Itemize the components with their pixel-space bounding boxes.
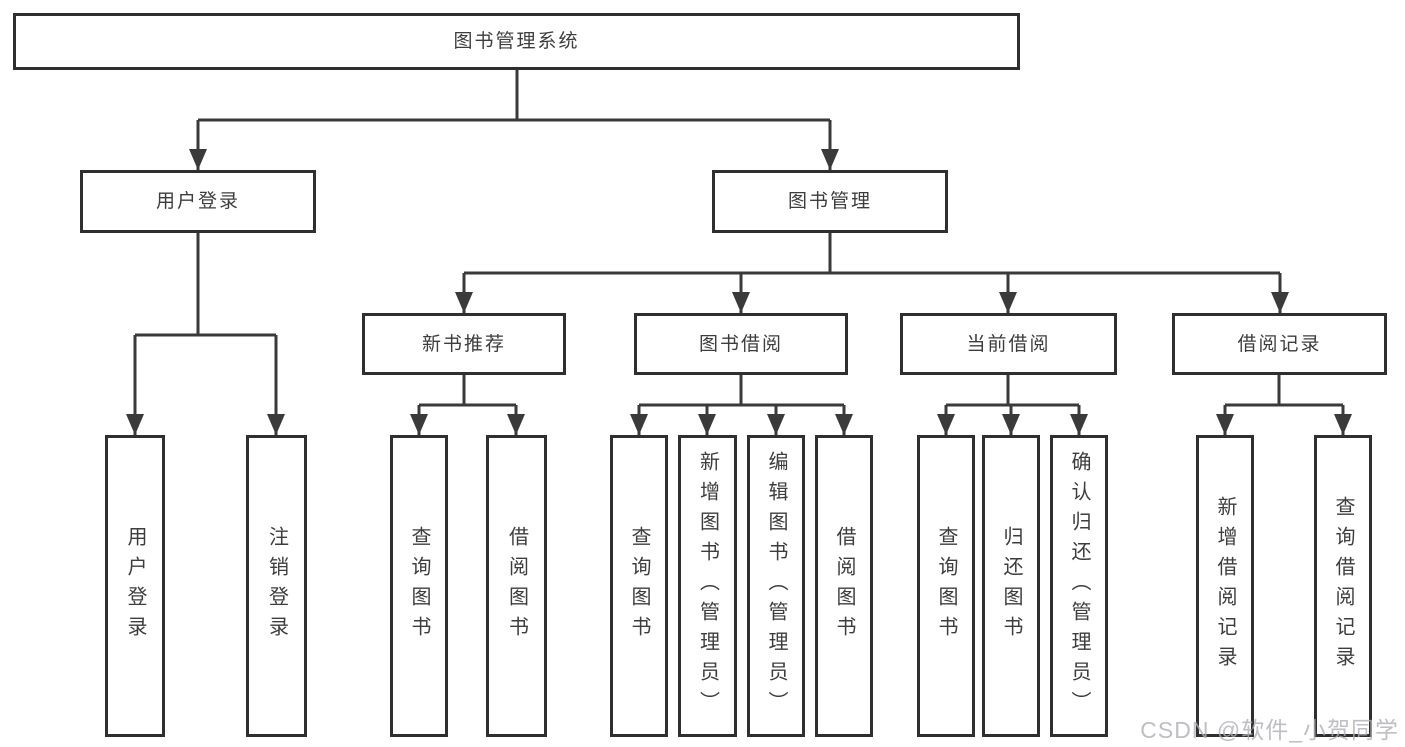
leaf-query-borrow-record: 查询借阅记录 bbox=[1314, 435, 1372, 737]
leaf-query-books-borrowing: 查询图书 bbox=[610, 435, 668, 737]
leaf-query-books-current: 查询图书 bbox=[917, 435, 975, 737]
node-current-borrowing: 当前借阅 bbox=[900, 313, 1117, 375]
leaf-edit-book-admin: 编辑图书（管理员） bbox=[747, 435, 805, 737]
leaf-add-book-admin: 新增图书（管理员） bbox=[678, 435, 737, 737]
node-book-management: 图书管理 bbox=[712, 170, 948, 233]
leaf-return-book: 归还图书 bbox=[982, 435, 1040, 737]
leaf-user-login: 用户登录 bbox=[105, 435, 165, 737]
leaf-borrow-books-recommend: 借阅图书 bbox=[486, 435, 547, 737]
leaf-logout: 注销登录 bbox=[246, 435, 307, 737]
node-borrowing-records: 借阅记录 bbox=[1172, 313, 1387, 375]
node-library-management-system: 图书管理系统 bbox=[13, 13, 1020, 70]
node-book-borrowing: 图书借阅 bbox=[634, 313, 848, 375]
leaf-confirm-return-admin: 确认归还（管理员） bbox=[1050, 435, 1108, 737]
csdn-watermark: CSDN @软件_小贺同学 bbox=[1140, 717, 1399, 743]
leaf-add-borrow-record: 新增借阅记录 bbox=[1196, 435, 1254, 737]
node-new-book-recommend: 新书推荐 bbox=[362, 313, 566, 375]
leaf-query-books-recommend: 查询图书 bbox=[390, 435, 448, 737]
leaf-borrow-books-borrowing: 借阅图书 bbox=[815, 435, 873, 737]
node-user-login: 用户登录 bbox=[80, 170, 316, 233]
